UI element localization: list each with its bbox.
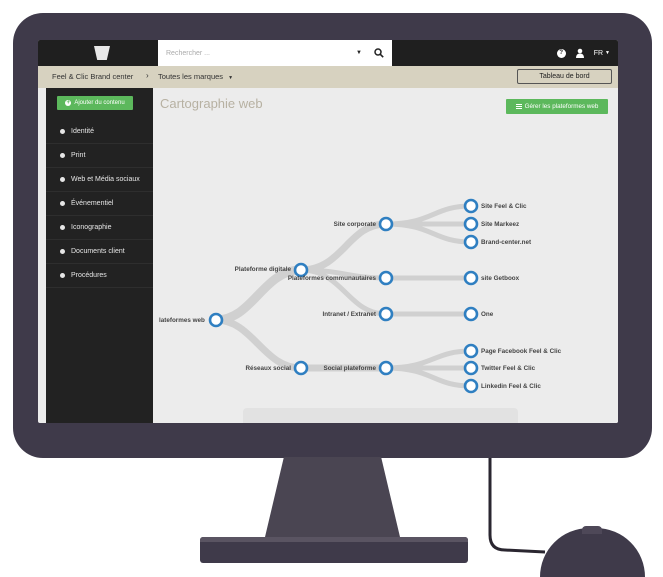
tree-node-brand-center[interactable] xyxy=(463,234,479,250)
tree-link xyxy=(383,221,474,245)
page-title: Cartographie web xyxy=(160,96,263,111)
chevron-right-icon xyxy=(60,249,65,254)
tree-node-site-markeez[interactable] xyxy=(463,216,479,232)
breadcrumb-brands-label: Toutes les marques xyxy=(158,72,224,81)
tree-label-root: lateformes web xyxy=(159,317,205,324)
chevron-down-icon[interactable]: ▼ xyxy=(356,50,362,56)
logo[interactable] xyxy=(46,40,158,66)
tree-link xyxy=(212,316,305,372)
breadcrumb-brands[interactable]: Toutes les marques ▼ xyxy=(158,72,233,81)
monitor-stand-base-edge xyxy=(200,537,468,542)
tree-node-linkedin[interactable] xyxy=(463,378,479,394)
language-selector[interactable]: FR ▼ xyxy=(594,50,610,57)
tree-link xyxy=(298,267,389,317)
tree-link xyxy=(383,348,474,371)
sidebar-item-label: Documents client xyxy=(71,248,125,255)
sidebar-item-documents-client[interactable]: Documents client xyxy=(46,240,153,264)
sidebar-item-procedures[interactable]: Procédures xyxy=(46,264,153,288)
add-content-button[interactable]: + Ajouter du contenu xyxy=(57,96,133,110)
chevron-right-icon xyxy=(60,153,65,158)
tree-link xyxy=(383,203,474,227)
chevron-right-icon xyxy=(60,273,65,278)
sidebar-item-iconographie[interactable]: Iconographie xyxy=(46,216,153,240)
tree-label-level2: Intranet / Extranet xyxy=(322,311,376,318)
main-content: Cartographie web Gérer les plateformes w… xyxy=(153,88,618,423)
language-chevron-icon: ▼ xyxy=(605,50,610,56)
tree-label-leaf: Page Facebook Feel & Clic xyxy=(481,348,562,355)
sidebar-item-label: Iconographie xyxy=(71,224,112,231)
tree-label-leaf: Linkedin Feel & Clic xyxy=(481,383,541,390)
tree-label-leaf: One xyxy=(481,311,494,318)
tree-label-level1: Plateforme digitale xyxy=(235,266,292,273)
sidebar-item-label: Identité xyxy=(71,128,94,135)
tree-node-social-plateforme[interactable] xyxy=(378,360,394,376)
top-right-controls: ? FR ▼ xyxy=(556,40,610,66)
tree-node-reseaux-social[interactable] xyxy=(293,360,309,376)
tree-label-level2: Social plateforme xyxy=(324,365,377,372)
dashboard-button[interactable]: Tableau de bord xyxy=(517,69,612,84)
tree-link xyxy=(297,220,390,274)
tree-label-leaf: site Getboox xyxy=(481,275,520,282)
tree-node-root[interactable] xyxy=(208,312,224,328)
tree-label-level2: Plateformes communautaires xyxy=(288,275,377,282)
sidebar-item-label: Web et Média sociaux xyxy=(71,176,140,183)
plus-icon: + xyxy=(65,100,72,106)
sidebar-item-evenementiel[interactable]: Événementiel xyxy=(46,192,153,216)
chevron-right-icon xyxy=(60,177,65,182)
sidebar-item-print[interactable]: Print xyxy=(46,144,153,168)
sidebar-item-label: Print xyxy=(71,152,86,159)
tree-label-leaf: Site Markeez xyxy=(481,221,519,228)
tree-node-twitter[interactable] xyxy=(463,360,479,376)
chevron-down-icon: ▼ xyxy=(228,75,234,81)
tree-label-leaf: Site Feel & Clic xyxy=(481,203,527,210)
manage-platforms-label: Gérer les plateformes web xyxy=(524,103,599,110)
tree-label-level2: Site corporate xyxy=(334,221,377,228)
tree-node-intranet[interactable] xyxy=(378,306,394,322)
manage-platforms-button[interactable]: Gérer les plateformes web xyxy=(506,99,608,114)
user-icon[interactable] xyxy=(575,48,585,58)
tree-node-plateformes-communautaires[interactable] xyxy=(378,270,394,286)
sidebar-item-identite[interactable]: Identité xyxy=(46,120,153,144)
list-icon xyxy=(515,103,522,110)
tree-link xyxy=(383,365,474,389)
breadcrumb-home[interactable]: Feel & Clic Brand center xyxy=(52,72,134,81)
sidebar-nav: Identité Print Web et Média sociaux Évén… xyxy=(46,120,153,288)
search-input[interactable]: Rechercher ... xyxy=(166,49,210,57)
search-icon[interactable] xyxy=(374,48,384,58)
sidebar-item-label: Procédures xyxy=(71,272,107,279)
tree-labels: lateformes web Plateforme digitale Résea… xyxy=(159,203,562,390)
chevron-right-icon xyxy=(60,225,65,230)
top-bar: Rechercher ... ▼ ? FR ▼ xyxy=(38,40,618,66)
sidebar-item-label: Événementiel xyxy=(71,200,114,207)
language-label: FR xyxy=(593,49,604,57)
chevron-right-icon xyxy=(60,201,65,206)
tree-node-plateforme-digitale[interactable] xyxy=(293,262,309,278)
breadcrumb: Feel & Clic Brand center › Toutes les ma… xyxy=(38,66,618,88)
chevron-right-icon xyxy=(60,129,65,134)
screen: Rechercher ... ▼ ? FR ▼ Feel & Clic Bran… xyxy=(38,40,618,423)
logo-icon xyxy=(94,46,110,60)
add-content-label: Ajouter du contenu xyxy=(74,100,125,106)
sidebar-item-web-media[interactable]: Web et Média sociaux xyxy=(46,168,153,192)
tree-nodes xyxy=(208,198,479,394)
tree-label-leaf: Brand-center.net xyxy=(481,239,532,246)
mouse-wheel xyxy=(582,526,602,534)
web-map-tree: lateformes web Plateforme digitale Résea… xyxy=(159,198,562,394)
monitor-stand-neck xyxy=(265,457,400,537)
scroll-shadow xyxy=(243,408,518,423)
tree-node-one[interactable] xyxy=(463,306,479,322)
sidebar: + Ajouter du contenu Identité Print Web … xyxy=(46,88,153,423)
tree-node-site-corporate[interactable] xyxy=(378,216,394,232)
tree-label-leaf: Twitter Feel & Clic xyxy=(481,365,536,372)
breadcrumb-separator: › xyxy=(146,71,149,80)
tree-node-site-getboox[interactable] xyxy=(463,270,479,286)
tree-links xyxy=(211,203,474,389)
tree-node-facebook[interactable] xyxy=(463,343,479,359)
help-icon[interactable]: ? xyxy=(556,48,566,58)
search-bar[interactable]: Rechercher ... ▼ xyxy=(158,40,392,66)
tree-label-level1: Réseaux social xyxy=(245,365,291,372)
tree-node-site-feel-clic[interactable] xyxy=(463,198,479,214)
